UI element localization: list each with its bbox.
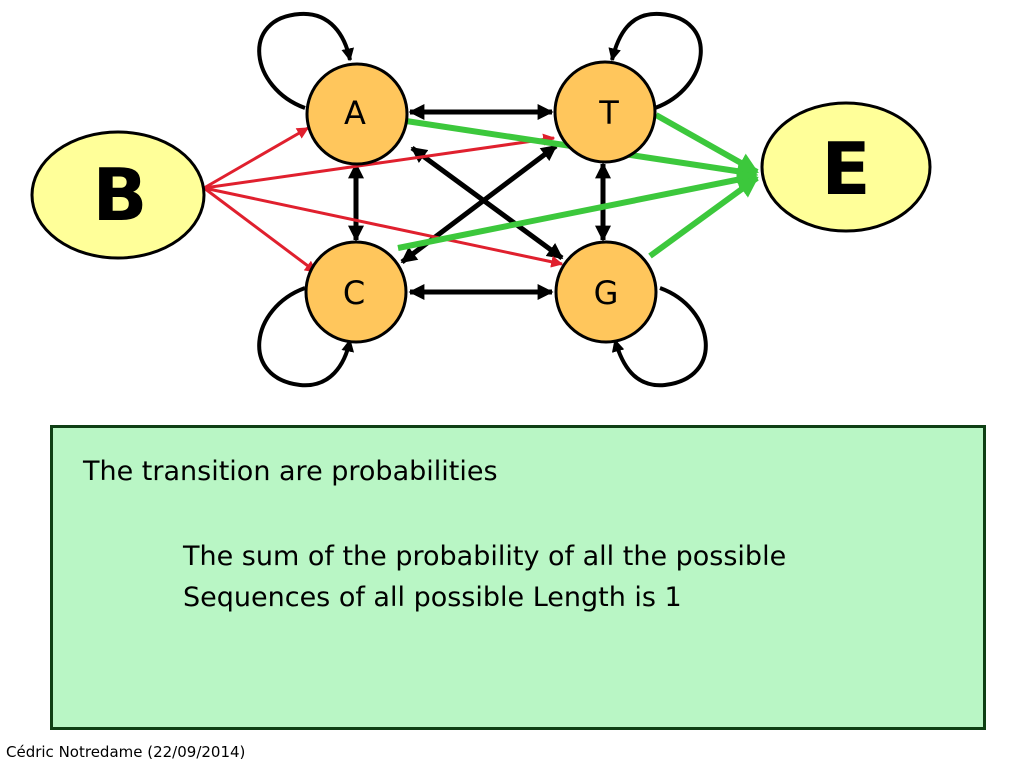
info-body: The sum of the probability of all the po… <box>183 541 787 613</box>
footer-credit: Cédric Notredame (22/09/2014) <box>6 743 246 761</box>
edge-b-c <box>203 186 317 274</box>
node-t-shape <box>553 60 657 164</box>
edge-b-t <box>203 133 556 190</box>
self-loop-c <box>257 286 355 388</box>
node-c: C <box>304 240 408 344</box>
node-e: E <box>760 101 932 233</box>
node-e-label: E <box>821 127 870 211</box>
node-b: B <box>30 130 206 260</box>
node-a-shape <box>305 62 409 166</box>
info-heading: The transition are probabilities <box>83 456 498 487</box>
edge-g-e <box>648 175 759 259</box>
self-loop-a <box>257 11 355 110</box>
edge-c-e <box>397 169 759 251</box>
node-g-shape <box>554 240 658 344</box>
info-box: The transition are probabilities The sum… <box>50 425 986 730</box>
edge-b-g <box>203 186 564 268</box>
hmm-state-diagram: B E A T C G <box>30 11 932 388</box>
node-g-label: G <box>594 274 619 312</box>
node-c-label: C <box>343 274 365 312</box>
self-loop-t <box>608 11 703 110</box>
node-t-label: T <box>598 94 619 132</box>
node-e-shape <box>760 101 932 233</box>
self-loop-g <box>611 286 708 388</box>
edge-b-a <box>203 126 310 190</box>
node-b-label: B <box>93 153 148 237</box>
node-b-shape <box>30 130 206 260</box>
node-g: G <box>554 240 658 344</box>
node-a: A <box>305 62 409 166</box>
node-t: T <box>553 60 657 164</box>
node-a-label: A <box>344 94 366 132</box>
edge-t-e <box>654 112 759 175</box>
node-c-shape <box>304 240 408 344</box>
